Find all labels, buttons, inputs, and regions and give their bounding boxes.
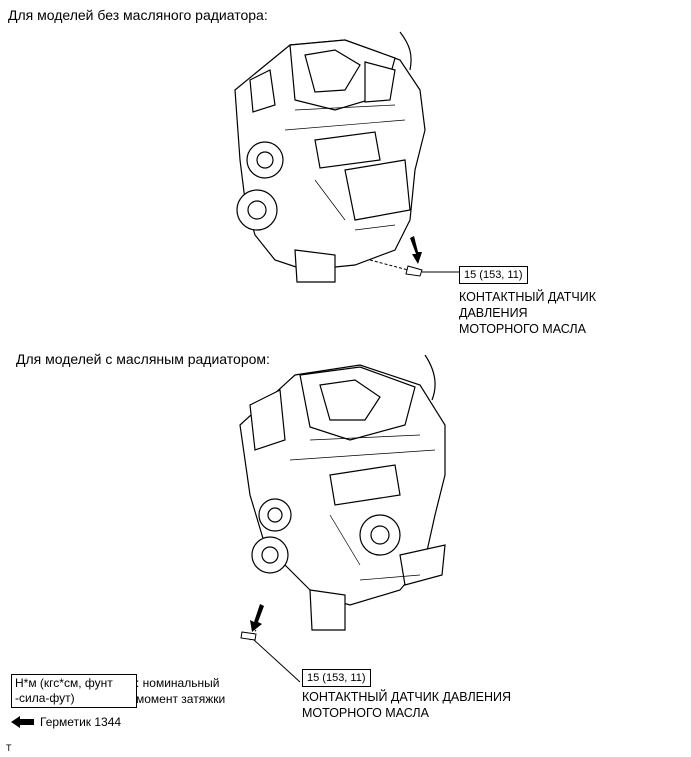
footer-mark: T: [6, 743, 12, 753]
sensor-label-1-line3: МОТОРНОГО МАСЛА: [459, 322, 586, 336]
sensor-label-1-line2: ДАВЛЕНИЯ: [459, 306, 528, 320]
torque-unit-legend-box: Н*м (кгс*см, фунт -сила-фут): [11, 674, 137, 708]
unit-box-line1: Н*м (кгс*см, фунт: [15, 676, 113, 690]
engine-illustration-no-cooler: [234, 31, 426, 283]
sensor-label-2-line1: КОНТАКТНЫЙ ДАТЧИК ДАВЛЕНИЯ: [302, 690, 512, 704]
section1-heading: Для моделей без масляного радиатора:: [8, 7, 268, 23]
engine-illustration-with-cooler: [239, 354, 446, 631]
sensor-label-2-line2: МОТОРНОГО МАСЛА: [302, 706, 429, 720]
sensor-callout-1: [370, 236, 460, 277]
sealant-arrow-icon: [11, 716, 34, 728]
section2-heading: Для моделей с масляным радиатором:: [16, 351, 270, 367]
torque-value-box-2: 15 (153, 11): [302, 669, 371, 687]
unit-desc-line1: : номинальный: [136, 676, 220, 690]
unit-desc-line2: момент затяжки: [136, 692, 226, 706]
torque-value-box-1: 15 (153, 11): [459, 266, 528, 284]
unit-box-line2: -сила-фут): [15, 691, 75, 705]
sealant-legend-label: Герметик 1344: [40, 715, 122, 729]
sensor-callout-2: [240, 604, 301, 683]
sensor-label-1-line1: КОНТАКТНЫЙ ДАТЧИК: [459, 290, 596, 304]
